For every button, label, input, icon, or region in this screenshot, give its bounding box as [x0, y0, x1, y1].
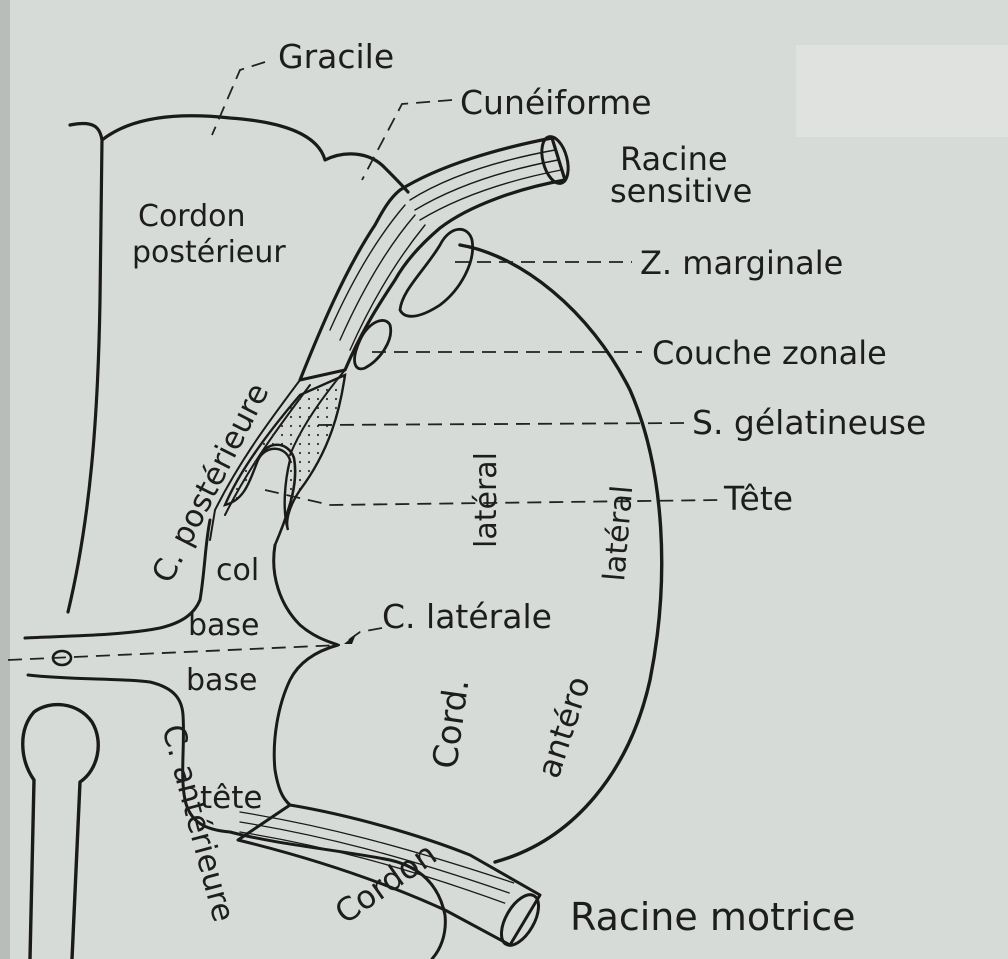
label-tete-anterieure: tête	[200, 780, 262, 816]
label-z-marginale: Z. marginale	[640, 244, 843, 282]
label-lateral-1: latéral	[469, 452, 504, 548]
label-s-gelatineuse: S. gélatineuse	[692, 403, 926, 442]
scan-shadow-edge	[0, 0, 10, 959]
label-base-bas: base	[186, 663, 258, 698]
label-couche-zonale: Couche zonale	[652, 334, 887, 372]
label-cuneiforme: Cunéiforme	[460, 83, 652, 122]
label-tete-posterieure: Tête	[723, 479, 793, 518]
label-cordon-posterieur-1: Cordon	[138, 199, 246, 234]
label-racine-motrice: Racine motrice	[570, 895, 855, 939]
paper-patch	[796, 45, 1008, 137]
label-c-laterale: C. latérale	[382, 597, 552, 636]
label-gracile: Gracile	[278, 37, 394, 76]
label-col: col	[216, 553, 259, 588]
label-racine-sensitive-2: sensitive	[610, 172, 752, 210]
label-cordon-posterieur-2: postérieur	[132, 235, 286, 270]
label-base-haut: base	[188, 608, 260, 643]
